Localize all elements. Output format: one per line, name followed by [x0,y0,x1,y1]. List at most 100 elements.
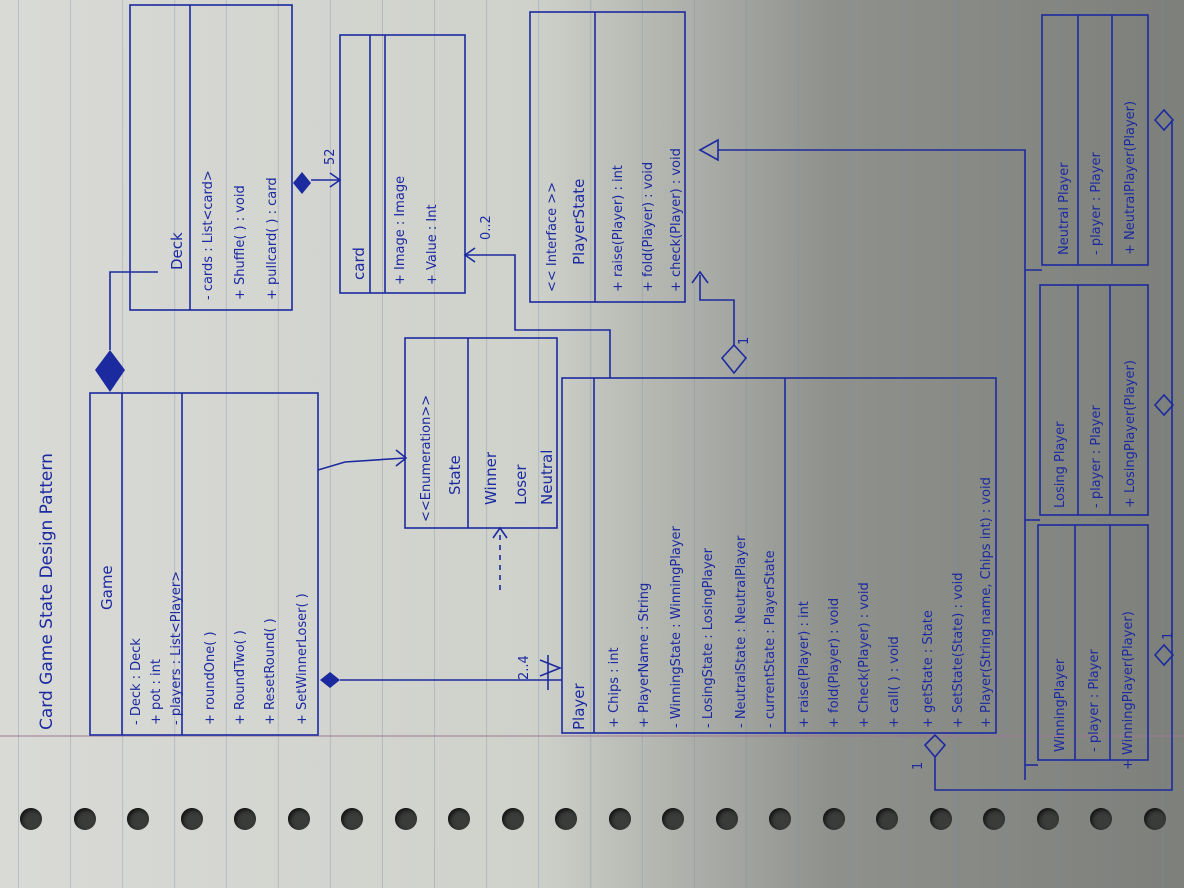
binder-hole [341,808,363,830]
playerstate-name: PlayerState [570,179,588,265]
game-method-1: + RoundTwo( ) [233,630,248,725]
mult-one-a: 1 [737,337,752,345]
playerstate-method-0: + raise(Player) : int [611,165,626,292]
binder-hole [448,808,470,830]
state-name: State [446,455,464,495]
class-neutralplayer: Neutral Player - player : Player + Neutr… [1041,14,1149,266]
winning-attr-0: - player : Player [1087,649,1102,752]
game-name: Game [98,565,116,610]
playerstate-method-2: + check(Player) : void [669,148,684,292]
player-method-5: + SetState(State) : void [951,573,966,729]
state-value-0: Winner [482,451,500,505]
game-box [89,392,319,736]
player-method-4: + getState : State [921,610,936,728]
neutral-method-0: + NeutralPlayer(Player) [1123,101,1138,255]
player-state-dependency [492,526,508,590]
realization-triangle [698,138,719,162]
binder-hole [127,808,149,830]
margin-line [0,735,1184,737]
composition-diamond [95,350,125,392]
player-attr-1: + PlayerName : String [637,583,652,728]
binder-hole [180,808,203,830]
player-attr-5: - currentState : PlayerState [763,550,778,728]
binder-hole [662,808,684,830]
diagram-title: Card Game State Design Pattern [37,453,57,730]
mult-0-2: 0..2 [479,215,494,240]
playerstate-stereotype: << Interface >> [545,182,560,292]
class-card: card + Image : Image + Value : Int [339,34,466,294]
mult-52: 52 [323,148,338,165]
aggregation-diamond [720,343,748,375]
deck-name: Deck [168,232,186,270]
binder-hole [555,808,577,830]
binder-hole [929,808,952,830]
class-playerstate: << Interface >> PlayerState + raise(Play… [529,11,686,303]
deck-method-0: + Shuffle( ) : void [233,185,248,300]
losing-attr-0: - player : Player [1089,405,1104,508]
binder-hole [769,808,791,830]
game-method-0: + roundOne( ) [203,631,218,725]
binder-hole [1143,808,1166,830]
player-method-3: + call( ) : void [887,636,902,728]
winning-name: WinningPlayer [1053,658,1068,752]
binder-hole [501,808,524,830]
player-method-6: + Player(String name, Chips int) : void [979,477,994,728]
binder-hole [876,808,898,830]
binder-hole [608,808,631,830]
playerstate-box [529,11,686,303]
binder-hole [822,808,845,830]
card-attr-0: + Image : Image [393,176,408,285]
binder-hole [1090,808,1112,830]
game-state-association [317,449,408,471]
card-name: card [350,247,368,280]
card-player-association: 0..2 [463,215,611,378]
game-player-composition: 2..4 [320,655,563,690]
binder-hole [287,808,310,830]
class-player: Player + Chips : int + PlayerName : Stri… [561,377,997,734]
mult-2-4: 2..4 [517,655,532,680]
state-box [404,337,558,529]
deck-attr-0: - cards : List<card> [201,170,216,300]
class-state: <<Enumeration>> State Winner Loser Neutr… [404,337,558,529]
class-losingplayer: Losing Player - player : Player + Losing… [1039,284,1149,516]
state-player-aggregations: 1 1 [911,108,1176,791]
interface-realization [698,138,1042,780]
player-method-0: + raise(Player) : int [797,601,812,728]
player-box [561,377,997,734]
class-deck: Deck - cards : List<card> + Shuffle( ) :… [129,4,293,311]
player-attr-2: - WinningState : WinningPlayer [669,525,684,728]
deck-box [129,4,293,311]
player-playerstate-aggregation: 1 [691,270,752,375]
binder-hole [983,808,1005,830]
player-attr-3: - LosingState : LosingPlayer [701,547,716,728]
player-method-2: + Check(Player) : void [857,582,872,728]
card-box [339,34,466,294]
game-attr-0: - Deck : Deck [129,638,144,725]
game-attr-1: + pot : int [149,659,164,725]
binder-hole [234,808,256,830]
neutral-name: Neutral Player [1057,162,1072,255]
player-method-1: + fold(Player) : void [827,598,842,728]
binder-hole [1036,808,1059,830]
state-value-1: Loser [512,464,530,505]
neutral-attr-0: - player : Player [1089,152,1104,255]
losing-method-0: + LosingPlayer(Player) [1123,360,1138,508]
mult-one-b: 1 [911,762,926,770]
game-method-3: + SetWinnerLoser( ) [295,593,310,725]
class-game: Game - Deck : Deck + pot : int - players… [89,392,319,736]
state-stereotype: <<Enumeration>> [419,395,434,522]
winning-box [1037,524,1149,761]
mult-one-c: 1 [1161,632,1176,640]
player-name: Player [570,682,588,730]
card-attr-1: + Value : Int [425,204,440,285]
game-attr-2: - players : List<Player> [169,571,184,725]
class-winningplayer: WinningPlayer - player : Player + Winnin… [1037,524,1149,770]
losing-box [1039,284,1149,516]
binder-hole [20,808,42,830]
binder-hole [73,808,96,830]
winning-method-0: + WinningPlayer(Player) [1121,611,1136,770]
game-method-2: + ResetRound( ) [263,618,278,725]
